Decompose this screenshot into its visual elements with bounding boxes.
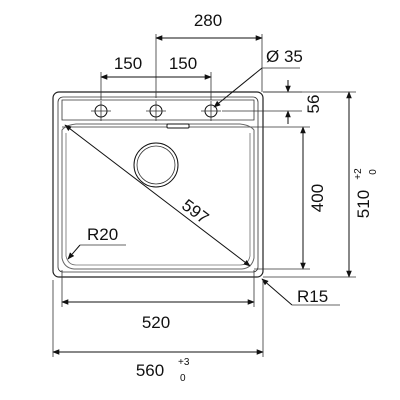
dimension-bowl-depth: 400 (254, 126, 327, 270)
label-bowl-depth: 400 (308, 184, 327, 212)
sink-outline (52, 91, 264, 278)
label-top-span: 280 (194, 11, 222, 30)
label-edge-to-holes: 56 (304, 95, 323, 114)
dimension-outer-radius: R15 (261, 278, 340, 306)
label-overall-width-tol-minus: 0 (180, 373, 186, 384)
tap-hole-right (201, 101, 221, 121)
dimension-top-span: 280 (155, 11, 263, 98)
dimension-overall-width: 560 +3 0 (52, 280, 264, 384)
tap-holes (91, 101, 221, 121)
dimension-overall-height: 510 +2 0 (263, 91, 379, 278)
label-outer-radius: R15 (297, 287, 328, 306)
label-bowl-width: 520 (142, 313, 170, 332)
label-diagonal: 597 (178, 195, 212, 227)
label-hole-spacing-right: 150 (169, 54, 197, 73)
label-overall-width-tol-plus: +3 (178, 357, 190, 368)
label-hole-diameter: Ø 35 (266, 47, 303, 66)
tap-hole-left (91, 101, 111, 121)
dimension-edge-to-holes: 56 (222, 80, 323, 124)
overflow-slot (166, 123, 190, 129)
label-hole-spacing-left: 150 (114, 54, 142, 73)
label-overall-width: 560 (136, 361, 164, 380)
dimension-inner-radius: R20 (67, 225, 126, 260)
label-inner-radius: R20 (87, 225, 118, 244)
dimension-hole-diameter: Ø 35 (213, 47, 303, 108)
tap-deck (61, 99, 255, 128)
label-overall-height: 510 (354, 190, 373, 218)
dimension-hole-spacing: 150 150 (100, 54, 212, 100)
tap-hole-center (146, 101, 166, 121)
drain (133, 142, 179, 188)
dimension-bowl-width: 520 (61, 270, 255, 332)
label-overall-height-tol-plus: +2 (353, 168, 364, 180)
label-overall-height-tol-minus: 0 (368, 169, 379, 175)
